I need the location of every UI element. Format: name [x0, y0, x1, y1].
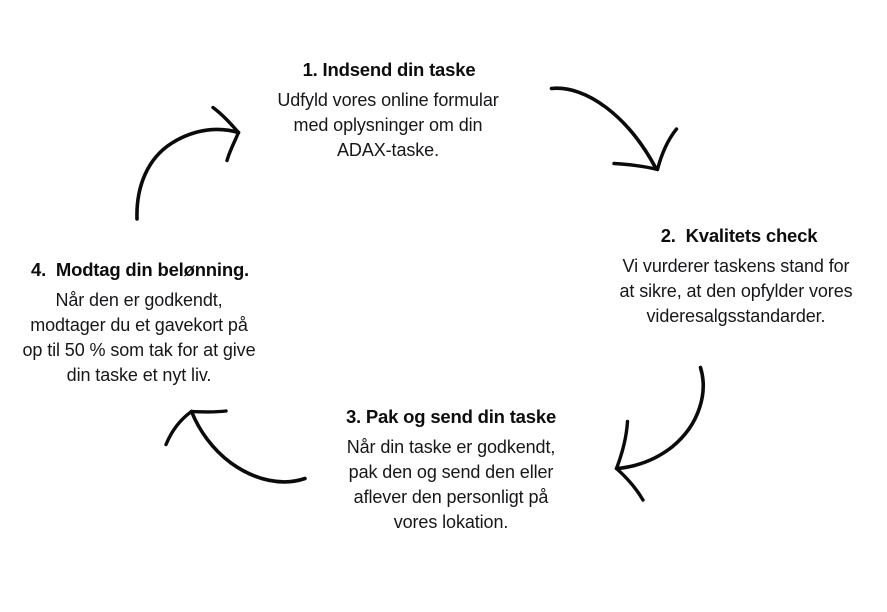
step-2-body-line-2: at sikre, at den opfylder vores [619, 281, 853, 301]
step-4-body-line-3: op til 50 % som tak for at give [22, 340, 256, 360]
arrow-top-right-icon [549, 86, 679, 172]
step-2-title: 2. Kvalitets check [660, 225, 818, 246]
step-1-body-line-2: med oplysninger om din [293, 115, 483, 135]
step-3-body-line-2: pak den og send den eller [348, 462, 554, 482]
arrow-bottom-left-icon [164, 409, 307, 484]
step-4-body-line-2: modtager du et gavekort på [30, 315, 248, 335]
step-3-body-line-4: vores lokation. [393, 512, 509, 532]
step-1-indsend-din-taske: 1. Indsend din taske Udfyld vores online… [248, 58, 528, 163]
step-2-kvalitets-check: 2. Kvalitets check Vi vurderer taskens s… [592, 224, 880, 329]
step-2-body: Vi vurderer taskens stand for at sikre, … [592, 254, 880, 329]
step-1-title: 1. Indsend din taske [302, 59, 476, 80]
step-2-body-line-3: videresalgsstandarder. [646, 306, 826, 326]
step-4-body-line-1: Når den er godkendt, [55, 290, 223, 310]
step-4-body: Når den er godkendt, modtager du et gave… [8, 288, 270, 388]
step-4-modtag-din-beloenning: 4. Modtag din belønning. Når den er godk… [8, 258, 270, 388]
step-3-title: 3. Pak og send din taske [345, 406, 557, 427]
step-2-body-line-1: Vi vurderer taskens stand for [622, 256, 850, 276]
step-3-pak-og-send-din-taske: 3. Pak og send din taske Når din taske e… [322, 405, 580, 535]
step-1-body: Udfyld vores online formular med oplysni… [248, 88, 528, 163]
arrow-top-left-icon [135, 105, 241, 221]
step-1-body-line-1: Udfyld vores online formular [277, 90, 499, 110]
step-1-body-line-3: ADAX-taske. [337, 140, 439, 160]
arrow-bottom-right-icon [614, 365, 705, 502]
step-3-body: Når din taske er godkendt, pak den og se… [322, 435, 580, 535]
step-4-title: 4. Modtag din belønning. [30, 259, 249, 280]
step-3-body-line-3: aflever den personligt på [353, 487, 549, 507]
step-4-body-line-4: din taske et nyt liv. [66, 365, 212, 385]
step-3-body-line-1: Når din taske er godkendt, [346, 437, 556, 457]
